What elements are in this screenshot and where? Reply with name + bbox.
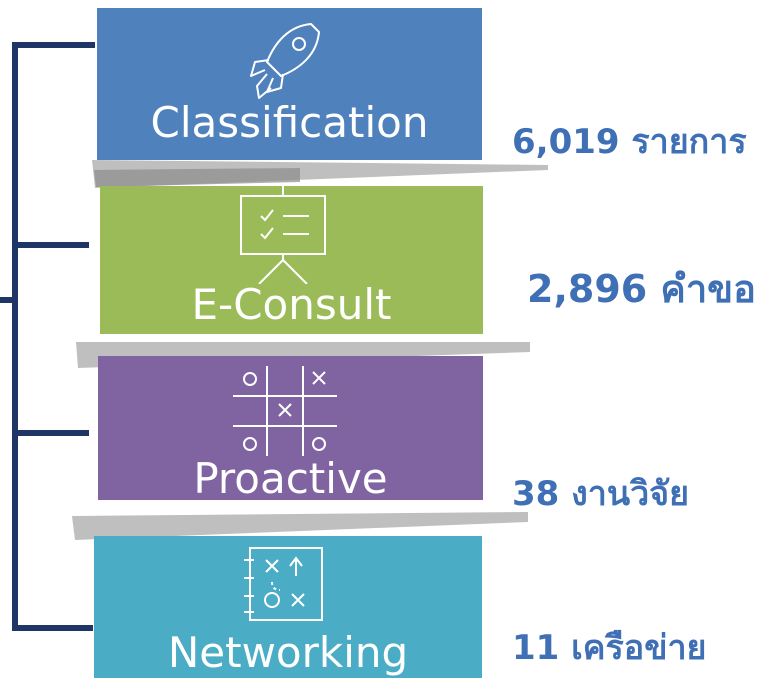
presentation-board-icon — [240, 186, 326, 284]
rocket-icon — [250, 23, 320, 99]
econsult-stat: 2,896 คำขอ — [527, 267, 756, 311]
econsult-label: E-Consult — [191, 280, 392, 329]
classification-stat: 6,019 รายการ — [512, 122, 747, 162]
proactive-card: Proactive — [98, 356, 483, 503]
separator-3 — [72, 512, 528, 540]
separator-1-dark — [94, 168, 300, 187]
networking-stat: 11 เครือข่าย — [512, 628, 707, 668]
tic-tac-toe-icon — [233, 366, 337, 456]
proactive-label: Proactive — [193, 454, 388, 503]
strategy-board-icon — [244, 547, 323, 621]
classification-label: Classification — [150, 98, 429, 147]
econsult-card: E-Consult — [100, 186, 483, 334]
networking-card: Networking — [94, 536, 482, 678]
classification-card: Classification — [97, 8, 482, 160]
networking-label: Networking — [167, 628, 409, 677]
proactive-stat: 38 งานวิจัย — [512, 474, 690, 514]
